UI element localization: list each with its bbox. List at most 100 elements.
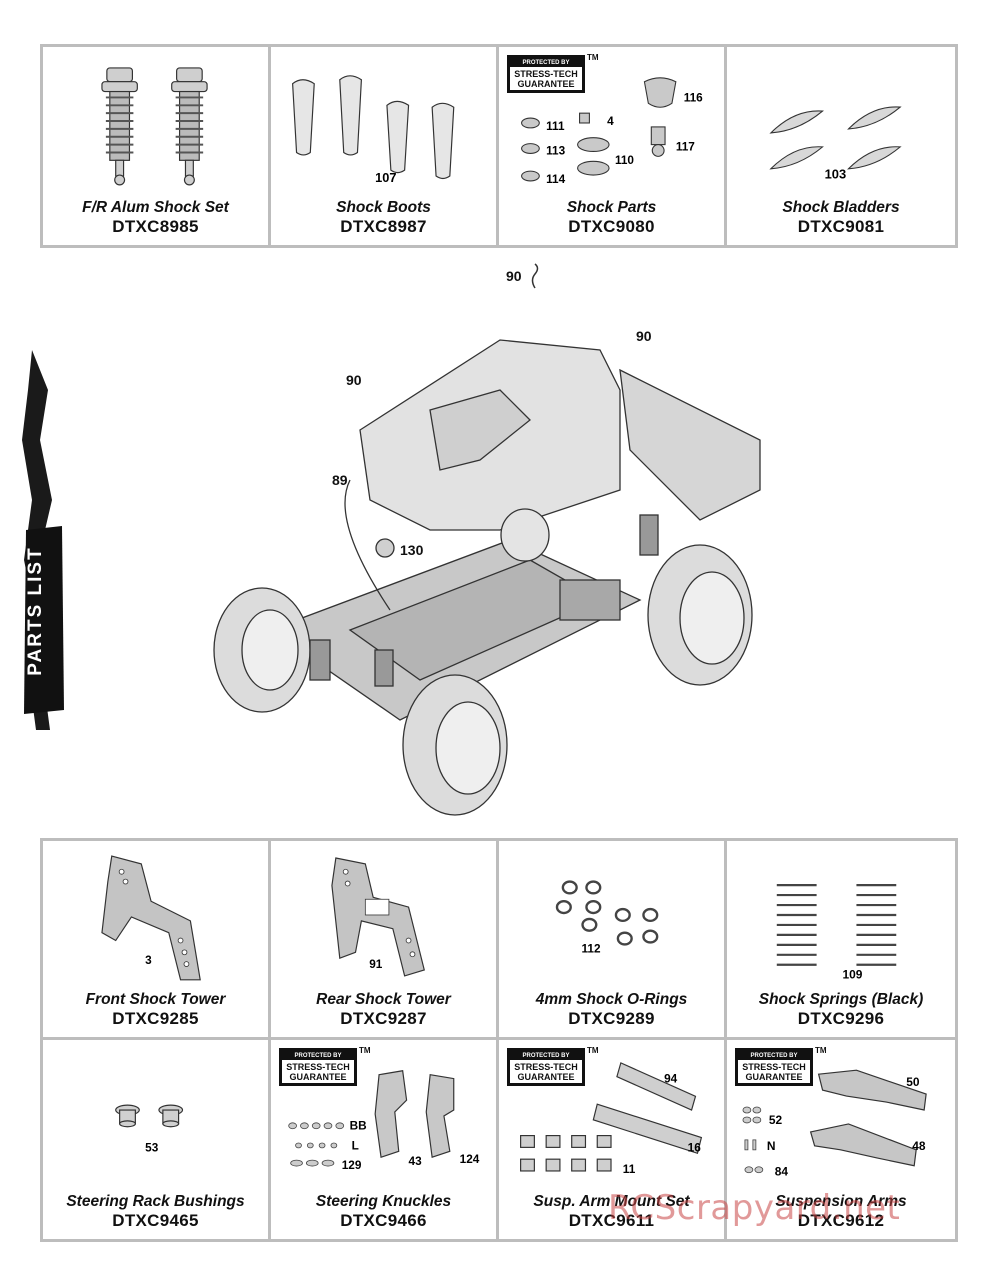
suspension-arms-illustration: 50 52 N 48 84 [742,1069,927,1179]
shock-boots-illustration: 107 [292,75,455,185]
callout-11: 11 [623,1163,636,1176]
callout-107: 107 [375,170,396,185]
svg-text:GUARANTEE: GUARANTEE [745,1072,802,1082]
callout-110: 110 [615,154,634,167]
part-code: DTXC8987 [340,217,427,236]
svg-text:PROTECTED BY: PROTECTED BY [522,1053,569,1059]
part-card-shock-parts: PROTECTED BY STRESS-TECH GUARANTEE TM 11… [499,47,727,245]
part-name: Shock Bladders [782,199,900,216]
svg-text:PROTECTED BY: PROTECTED BY [522,60,569,66]
part-name: Rear Shock Tower [316,991,451,1008]
svg-text:GUARANTEE: GUARANTEE [289,1072,346,1082]
trademark-mark: TM [359,1046,371,1055]
callout-90-left: 90 [346,372,362,388]
callout-91: 91 [369,958,383,971]
svg-text:PROTECTED BY: PROTECTED BY [750,1053,797,1059]
part-name: Suspension Arms [775,1193,907,1210]
buggy-exploded-view [213,339,761,816]
part-code: DTXC9296 [797,1009,885,1028]
svg-text:STRESS-TECH: STRESS-TECH [742,1062,806,1072]
callout-103: 103 [825,167,847,182]
callout-112: 112 [582,942,601,955]
part-card-shock-springs: 109 Shock Springs (Black)DTXC9296 [727,841,955,1040]
o-rings-illustration: 112 [555,880,659,955]
part-code: DTXC9289 [568,1009,655,1028]
callout-129: 129 [342,1159,362,1172]
rear-shock-tower-illustration: 91 [331,857,425,977]
callout-94: 94 [664,1073,678,1086]
part-name: Shock Springs (Black) [758,991,924,1008]
parts-list-side-tab [22,350,64,730]
callout-n: N [767,1139,776,1153]
callout-48: 48 [912,1139,926,1153]
svg-text:GUARANTEE: GUARANTEE [517,79,574,89]
callout-114: 114 [546,173,565,186]
callout-4: 4 [607,115,614,128]
body-clip-icon [531,263,539,289]
callout-43: 43 [409,1155,423,1168]
callout-130: 130 [400,542,424,558]
shock-bladders-illustration: 103 [769,106,902,182]
part-name: F/R Alum Shock Set [82,199,229,216]
callout-52: 52 [769,1113,783,1127]
part-card-susp-arm-mount-set: PROTECTED BY STRESS-TECH GUARANTEE TM 94… [499,1040,727,1239]
part-name: 4mm Shock O-Rings [535,991,688,1008]
callout-84: 84 [775,1165,789,1179]
callout-113: 113 [546,144,565,157]
front-shock-tower-illustration: 3 [101,855,201,981]
svg-text:STRESS-TECH: STRESS-TECH [286,1062,350,1072]
part-code: DTXC9080 [568,217,655,236]
part-code: DTXC9081 [797,217,885,236]
svg-text:PROTECTED BY: PROTECTED BY [294,1053,341,1059]
callout-111: 111 [546,120,565,133]
arm-mount-set-illustration: 94 16 11 [520,1062,703,1176]
part-name: Steering Rack Bushings [66,1193,245,1210]
callout-bb: BB [350,1120,367,1133]
callout-3: 3 [145,954,152,967]
shock-springs-illustration: 109 [776,884,897,982]
watermark: RCScrapyard.net [608,1188,901,1228]
callout-89: 89 [332,472,348,488]
callout-50: 50 [906,1075,920,1089]
side-tab-label: PARTS LIST [25,546,46,676]
callout-124: 124 [460,1153,480,1166]
svg-text:GUARANTEE: GUARANTEE [517,1072,574,1082]
part-code: DTXC9287 [340,1009,427,1028]
rack-bushings-illustration: 53 [115,1104,184,1154]
part-name: Shock Boots [336,199,431,216]
part-code: DTXC9466 [340,1211,427,1230]
svg-text:STRESS-TECH: STRESS-TECH [514,69,578,79]
shock-parts-illustration: 116 111 4 113 110 117 114 [521,77,703,186]
part-name: Shock Parts [566,199,657,216]
callout-16: 16 [688,1141,702,1154]
trademark-mark: TM [587,53,599,62]
part-card-suspension-arms: PROTECTED BY STRESS-TECH GUARANTEE TM 50… [727,1040,955,1239]
callout-116: 116 [684,91,703,104]
trademark-mark: TM [815,1046,827,1055]
part-name: Steering Knuckles [315,1193,452,1210]
part-code: DTXC8985 [112,217,199,236]
stress-tech-guarantee-badge: PROTECTED BY STRESS-TECH GUARANTEE [507,1048,585,1086]
part-name: Susp. Arm Mount Set [533,1193,690,1210]
part-name: Front Shock Tower [85,991,226,1008]
part-code: DTXC9612 [797,1211,885,1230]
alum-shock-set-illustration [101,67,208,186]
part-card-steering-knuckles: PROTECTED BY STRESS-TECH GUARANTEE TM BB… [271,1040,499,1239]
callout-117: 117 [676,140,695,153]
callout-90-top: 90 [506,268,522,284]
callout-53: 53 [145,1141,159,1154]
stress-tech-guarantee-badge: PROTECTED BY STRESS-TECH GUARANTEE [507,55,585,93]
trademark-mark: TM [587,1046,599,1055]
steering-knuckles-illustration: BB L 129 43 124 [288,1070,480,1172]
part-code: DTXC9465 [112,1211,199,1230]
callout-90-right: 90 [636,328,652,344]
callout-l: L [352,1139,359,1152]
